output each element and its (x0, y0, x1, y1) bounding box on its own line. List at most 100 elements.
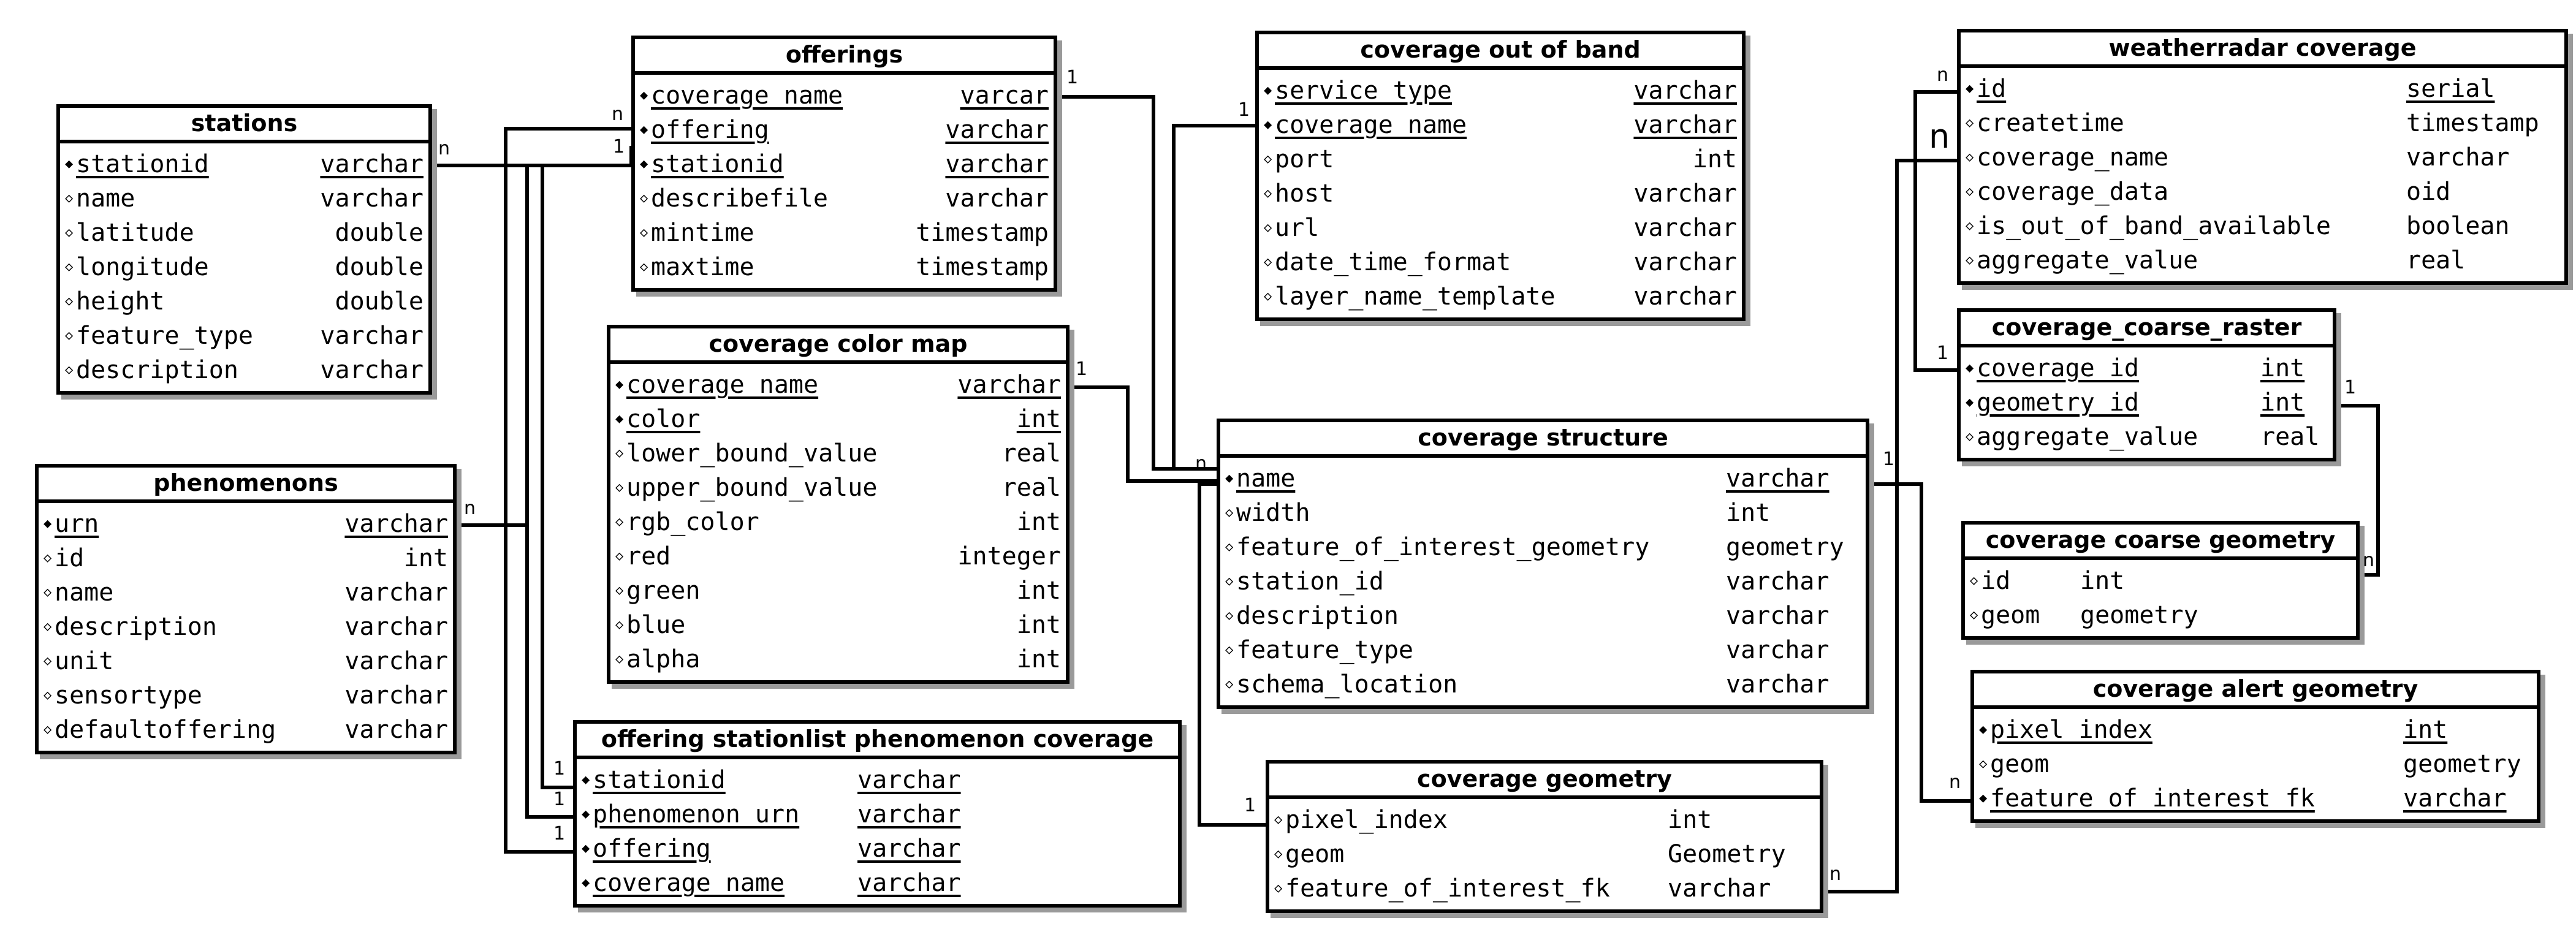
attribute-icon (1264, 142, 1275, 176)
key-icon (582, 866, 593, 900)
entity-title: coverage out of band (1259, 34, 1742, 70)
attribute-icon (1225, 564, 1236, 599)
attribute-icon (640, 216, 651, 250)
attribute-icon (1264, 176, 1275, 211)
attribute-icon (65, 319, 76, 353)
cardinality-label: n (1195, 453, 1207, 474)
attribute-icon (1264, 279, 1275, 314)
key-icon (65, 147, 76, 181)
attribute-icon (1274, 803, 1285, 837)
cardinality-label: 1 (1244, 795, 1256, 816)
entity-offering-stationlist-phenomenon-coverage[interactable]: offering stationlist phenomenon coverage… (573, 720, 1182, 908)
key-icon (640, 147, 651, 181)
attribute-icon (615, 471, 626, 505)
attribute-icon (1966, 420, 1977, 454)
key-icon (1979, 781, 1990, 816)
cardinality-label: 1 (613, 136, 625, 157)
attribute-icon (65, 216, 76, 250)
attribute-icon (1225, 599, 1236, 633)
entity-coverage-color-map[interactable]: coverage color map coverage_namevarchar … (607, 325, 1070, 684)
cardinality-label: 1 (553, 789, 566, 810)
link-structure-radar (1895, 159, 1957, 484)
attribute-icon (1966, 209, 1977, 243)
key-icon (1264, 108, 1275, 142)
attribute-icon (615, 608, 626, 642)
cardinality-label: n (464, 498, 476, 519)
cardinality-label: 1 (1883, 449, 1895, 470)
entity-coverage-out-of-band[interactable]: coverage out of band service_typevarchar… (1255, 31, 1746, 321)
entity-title: coverage alert geometry (1974, 673, 2537, 709)
entity-title: coverage_coarse_raster (1961, 312, 2333, 347)
cardinality-label: 1 (1238, 99, 1250, 121)
key-icon (1979, 713, 1990, 747)
key-icon (582, 832, 593, 866)
cardinality-label: n (1829, 863, 1842, 885)
cardinality-label: 1 (1076, 358, 1088, 380)
entity-title: phenomenons (39, 468, 453, 503)
key-icon (1966, 351, 1977, 385)
cardinality-label: 1 (1066, 67, 1079, 88)
attribute-icon (44, 610, 55, 644)
attribute-icon (65, 250, 76, 284)
cardinality-label: 1 (553, 758, 566, 779)
link-oob-structure (1172, 124, 1255, 469)
attribute-icon (1264, 211, 1275, 245)
key-icon (615, 368, 626, 402)
cardinality-label: n (1949, 772, 1961, 793)
attribute-icon (615, 539, 626, 574)
key-icon (615, 402, 626, 436)
key-icon (582, 797, 593, 832)
link-offerings-structure (1057, 95, 1217, 471)
cardinality-label: n (1937, 64, 1949, 86)
link-structure-geometry-b (1823, 482, 1899, 893)
entity-title: coverage geometry (1269, 764, 1820, 799)
link-stations-offerings (432, 146, 633, 167)
